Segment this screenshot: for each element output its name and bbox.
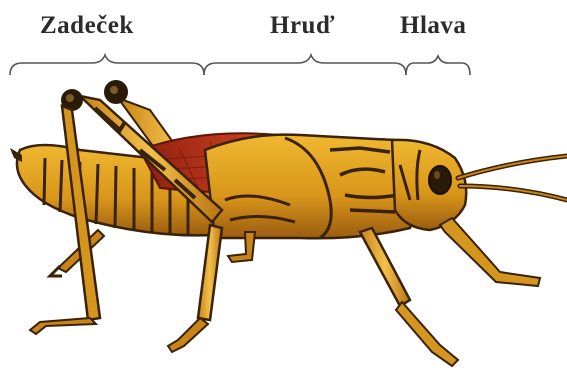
hind-leg-knee: [104, 80, 128, 104]
eye: [429, 166, 451, 194]
head: [392, 140, 466, 230]
bracket-abdomen: [10, 55, 204, 75]
front-legs: [360, 218, 540, 366]
antennae: [458, 156, 567, 200]
thorax: [205, 135, 420, 239]
bracket-thorax: [204, 55, 406, 75]
bracket-head: [406, 56, 470, 75]
middle-leg: [168, 225, 255, 352]
